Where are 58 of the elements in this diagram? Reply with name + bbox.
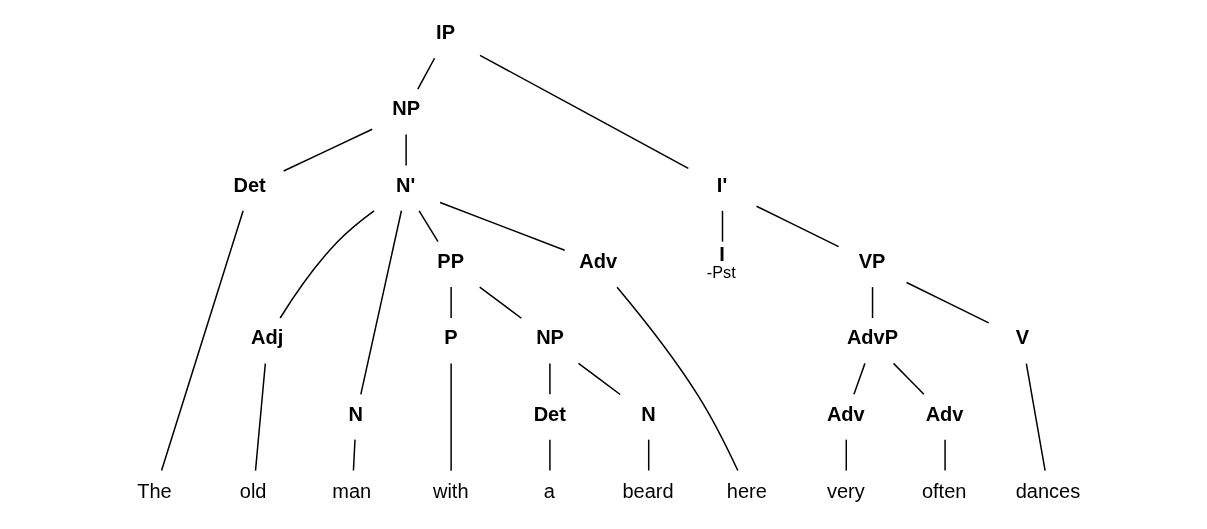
- node-text: a: [543, 480, 555, 503]
- node-text: beard: [621, 480, 674, 503]
- node-text: Adv: [925, 402, 963, 425]
- node-text: AdvP: [846, 326, 898, 349]
- connector: [282, 128, 373, 172]
- node-text: dances: [1015, 480, 1080, 503]
- node-text: The: [136, 480, 172, 503]
- connector: [478, 286, 522, 319]
- connector: [254, 362, 266, 472]
- connector: [943, 438, 946, 472]
- node-text: old: [239, 480, 266, 503]
- connector: [577, 362, 621, 396]
- node-text: Det: [233, 173, 266, 196]
- connector: [449, 286, 452, 319]
- node-text: N': [395, 173, 415, 196]
- connector: [871, 286, 873, 319]
- node-label: -Pst: [706, 263, 736, 282]
- connector: [892, 362, 925, 395]
- connector: [352, 438, 356, 472]
- connector: [478, 54, 689, 170]
- connector: [1025, 362, 1046, 472]
- connector: [278, 210, 375, 319]
- node-text: Det: [533, 402, 566, 425]
- node-text: VP: [858, 250, 885, 272]
- node-text: I: [718, 243, 725, 266]
- connector: [417, 210, 439, 243]
- connector: [615, 286, 739, 472]
- connector: [438, 201, 565, 251]
- node-text: I': [716, 173, 727, 196]
- connector: [548, 438, 551, 472]
- connector: [548, 362, 551, 395]
- connector: [721, 210, 723, 243]
- node-text: often: [921, 480, 966, 503]
- node-text: N: [640, 402, 656, 425]
- node-text: N: [348, 402, 363, 425]
- connector: [852, 362, 866, 395]
- node-text: with: [432, 480, 469, 503]
- connector: [845, 438, 847, 472]
- node-text: Adj: [250, 326, 283, 349]
- node-text: here: [726, 480, 767, 503]
- node-text: PP: [436, 250, 464, 272]
- node-text: V: [1015, 326, 1029, 349]
- node-text: man: [331, 480, 371, 503]
- connector: [647, 438, 649, 472]
- connector: [449, 362, 452, 472]
- connector: [404, 133, 407, 167]
- node-text: Adv: [826, 402, 865, 425]
- node-text: P: [443, 326, 458, 349]
- node-text: IP: [435, 21, 455, 44]
- node-text: NP: [535, 326, 564, 349]
- connector: [905, 281, 989, 324]
- node-text: NP: [391, 97, 420, 120]
- connector: [359, 210, 402, 396]
- connector: [416, 57, 435, 90]
- node-text: Adv: [578, 250, 617, 272]
- node-text: very: [826, 480, 865, 503]
- connector: [160, 210, 244, 472]
- connector: [755, 205, 839, 248]
